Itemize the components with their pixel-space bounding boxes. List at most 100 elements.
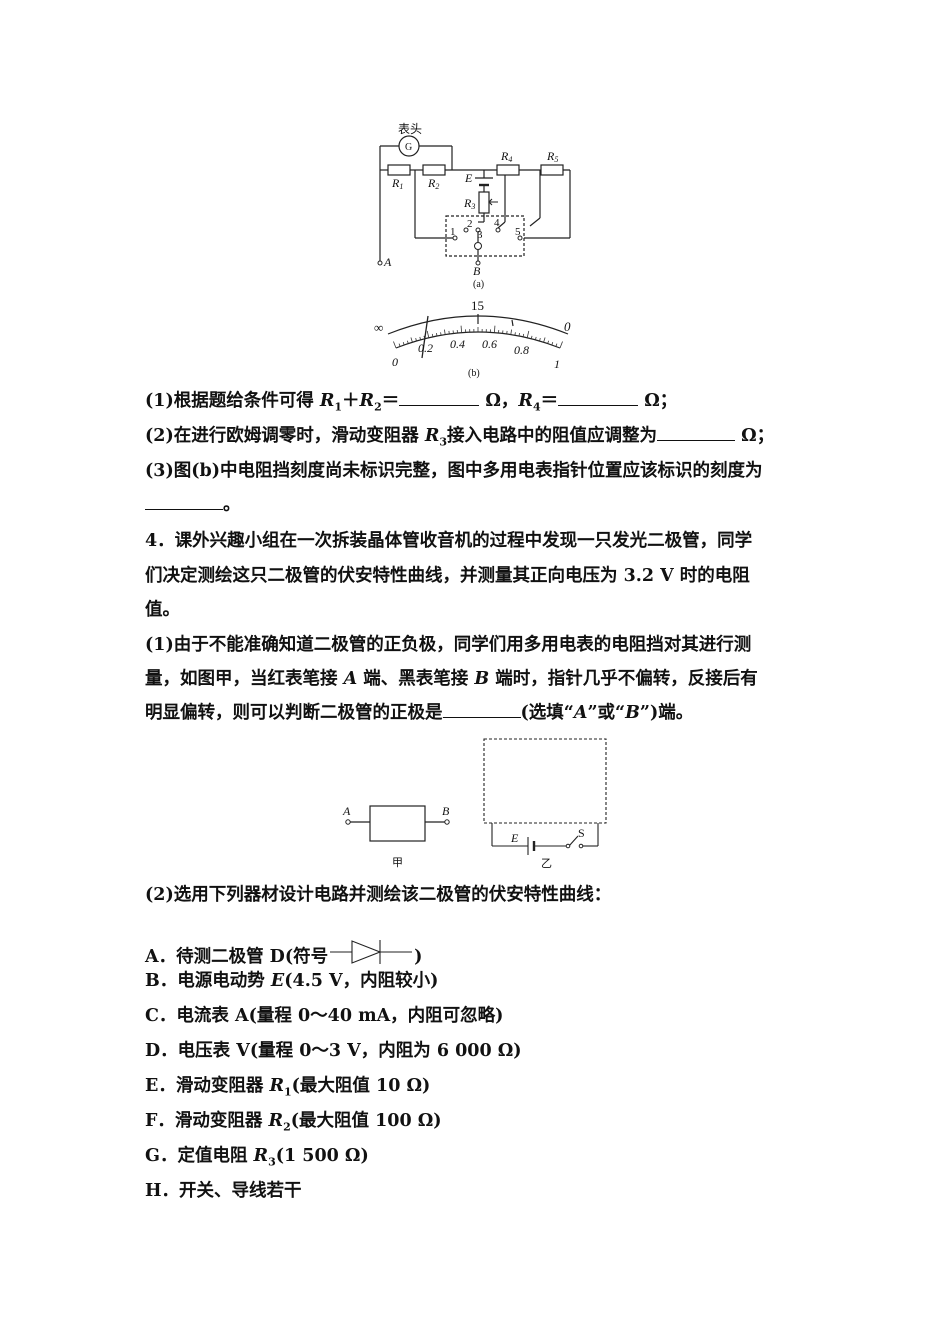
dial-tick-1: 1 [554, 357, 560, 371]
dial-minor-tick [547, 340, 550, 344]
resistor-r2 [422, 164, 446, 176]
dial-minor-tick [551, 341, 554, 346]
q3-p2-r3: R [424, 426, 440, 446]
dial-zero: 0 [564, 319, 571, 334]
q3-p1-r2: R [359, 391, 375, 411]
dial-minor-tick [460, 325, 462, 333]
svg-text:R2: R2 [427, 176, 439, 191]
dial-minor-tick [406, 340, 409, 344]
q3-p1-eq2: ＝ [540, 391, 559, 411]
dial-minor-tick [535, 336, 537, 340]
switch-1: 1 [450, 226, 456, 238]
switch-4: 4 [494, 217, 500, 229]
q3-p1-eq: ＝ [381, 391, 400, 411]
answer-blank[interactable] [657, 439, 736, 441]
dial-minor-tick [494, 325, 496, 333]
option-h: H．开关、导线若干 [145, 1182, 810, 1201]
q4-s1-text-2b: 端、黑表笔接 [357, 669, 475, 689]
q4-s1-opt-b: B [625, 703, 640, 723]
caption-a: (a) [473, 279, 484, 290]
q4-text-1: 4．课外兴趣小组在一次拆装晶体管收音机的过程中发现一只发光二极管，同学 [145, 531, 753, 551]
dial-minor-tick [410, 337, 413, 343]
dial-minor-tick [555, 343, 558, 347]
option-g-text2: (1 500 Ω) [275, 1146, 369, 1166]
dial-infinity: ∞ [374, 320, 383, 335]
caption-b: (b) [468, 368, 480, 379]
q3-p3-end: 。 [223, 495, 241, 515]
q4-s1-opt-a: A [573, 703, 588, 723]
option-d: D．电压表 V(量程 0～3 V，内阻为 6 000 Ω) [145, 1042, 810, 1061]
option-g: G．定值电阻 R3(1 500 Ω) [145, 1146, 810, 1167]
resistor-r5 [540, 164, 564, 176]
jia-label-b: B [442, 804, 450, 818]
option-c: C．电流表 A(量程 0～40 mA，内阻可忽略) [145, 1006, 810, 1026]
dial-minor-tick [402, 341, 405, 346]
q3-p1-r1-sub: 1 [334, 400, 343, 414]
answer-blank[interactable] [442, 716, 521, 718]
option-c-text: C．电流表 A(量程 0～40 mA，内阻可忽略) [145, 1006, 504, 1026]
q4-s1-line1: (1)由于不能准确知道二极管的正负极，同学们用多用电表的电阻挡对其进行测 [145, 636, 810, 655]
diode-symbol-icon [330, 940, 413, 964]
q4-s1-text-2c: 端时，指针几乎不偏转，反接后有 [489, 669, 758, 689]
dial-minor-tick [530, 335, 533, 339]
dial-minor-tick [419, 336, 421, 340]
label-r5: R [546, 149, 555, 163]
dial-minor-tick [444, 329, 446, 335]
q4-line1: 4．课外兴趣小组在一次拆装晶体管收音机的过程中发现一只发光二极管，同学 [145, 531, 810, 551]
diode-black-box [369, 805, 426, 842]
q3-p3-text: (3)图(b)中电阻挡刻度尚未标识完整，图中多用电表指针位置应该标识的刻度为 [145, 461, 763, 481]
q4-s1-text-3d: ”)端。 [639, 703, 694, 723]
dial-tick-0-8: 0.8 [514, 343, 529, 357]
q3-p2-unit: Ω； [735, 426, 775, 446]
q3-p1-plus: ＋ [342, 391, 360, 411]
q4-s1-text-2a: 量，如图甲，当红表笔接 [145, 669, 344, 689]
option-g-text: G．定值电阻 [145, 1146, 254, 1166]
q3-p2-text: (2)在进行欧姆调零时，滑动变阻器 [145, 426, 425, 446]
resistor-r1 [387, 164, 411, 176]
q4-text-3: 值。 [145, 600, 180, 620]
dial-minor-tick [559, 341, 563, 349]
q4-s1-text-3c: ”或“ [587, 703, 626, 723]
meter-symbol: G [405, 142, 412, 153]
option-a: A．待测二极管 D(符号 ) [145, 938, 810, 967]
q4-s1-text-3a: 明显偏转，则可以判断二极管的正极是 [145, 703, 443, 723]
q3-p1-r1: R [319, 391, 335, 411]
svg-text:R4: R4 [500, 149, 512, 164]
dial-minor-tick [539, 338, 541, 342]
q3-p2-r3-sub: 3 [439, 435, 448, 449]
figure-yi: E S 乙 [483, 738, 607, 870]
label-r5-sub: 5 [554, 155, 558, 164]
dial-minor-tick [415, 338, 417, 342]
dial-minor-tick [543, 337, 546, 343]
option-f-text: F．滑动变阻器 [145, 1111, 269, 1131]
dial-minor-tick [526, 330, 530, 338]
q4-line3: 值。 [145, 600, 810, 620]
label-r2-sub: 2 [435, 182, 439, 191]
q4-text-2: 们决定测绘这只二极管的伏安特性曲线，并测量其正向电压为 3.2 V 时的电阻 [145, 566, 750, 586]
option-a-text: A．待测二极管 D(符号 [145, 947, 329, 967]
svg-text:R1: R1 [391, 176, 403, 191]
caption-yi: 乙 [541, 857, 552, 870]
option-b-text: B．电源电动势 [145, 971, 271, 991]
q3-p2-text2: 接入电路中的阻值应调整为 [447, 426, 658, 446]
q3-p1-r4-sub: 4 [532, 400, 541, 414]
q3-part3: (3)图(b)中电阻挡刻度尚未标识完整，图中多用电表指针位置应该标识的刻度为 [145, 461, 810, 481]
q4-s1-text-3b: (选填“ [520, 703, 574, 723]
yi-label-e: E [510, 831, 519, 845]
dial-tick-0-2: 0.2 [418, 341, 433, 355]
dial-15: 15 [471, 298, 484, 313]
q4-line2: 们决定测绘这只二极管的伏安特性曲线，并测量其正向电压为 3.2 V 时的电阻 [145, 566, 810, 586]
q4-s1-line2: 量，如图甲，当红表笔接 A 端、黑表笔接 B 端时，指针几乎不偏转，反接后有 [145, 669, 810, 689]
label-e: E [464, 171, 473, 185]
answer-blank[interactable] [558, 404, 639, 406]
figure-a-multimeter-circuit: 表头 G R1 R2 R3 R4 R5 E A B 1 2 3 4 5 (a) [377, 122, 571, 290]
option-f-text2: (最大阻值 100 Ω) [290, 1111, 442, 1131]
switch-2: 2 [467, 218, 473, 230]
answer-blank[interactable] [399, 404, 480, 406]
q3-p1-unit1: Ω， [479, 391, 519, 411]
q3-p1-r4: R [518, 391, 533, 411]
q3-p1-unit2: Ω； [638, 391, 678, 411]
answer-blank[interactable] [145, 508, 223, 510]
resistor-r4 [496, 164, 520, 176]
label-r1-sub: 1 [399, 182, 403, 191]
